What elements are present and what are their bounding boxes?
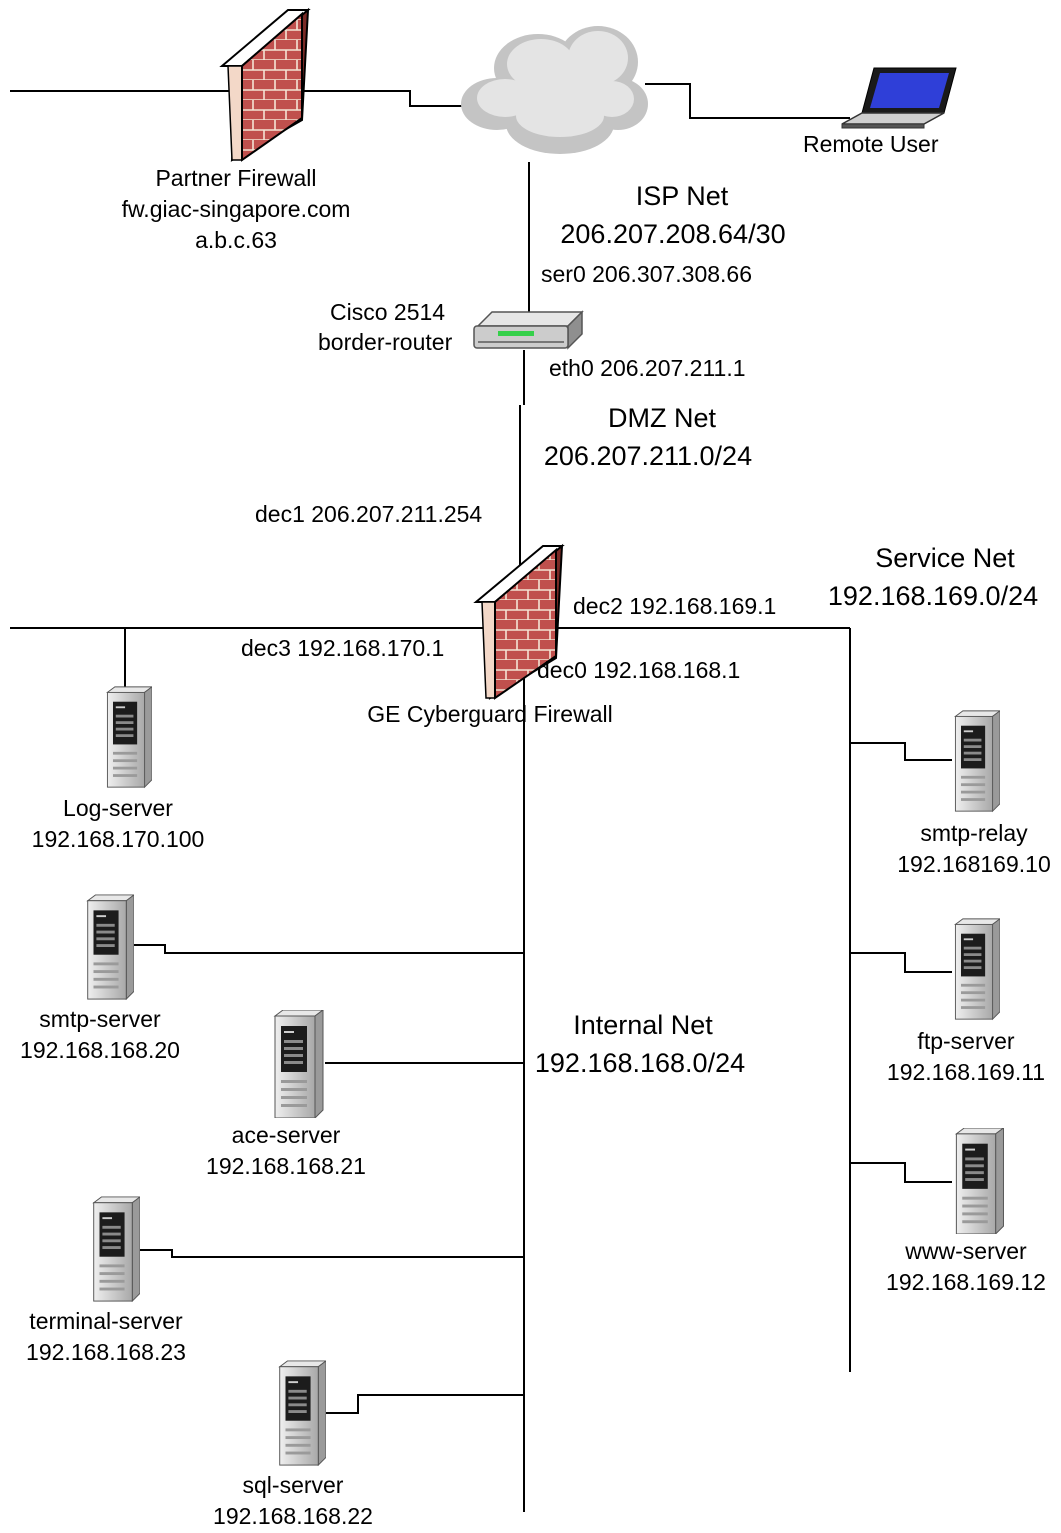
terminal-server-name: terminal-server xyxy=(26,1306,186,1337)
log-server-ip: 192.168.170.100 xyxy=(32,824,205,855)
remote-user-link xyxy=(645,84,850,118)
smtp-server-ip: 192.168.168.20 xyxy=(20,1035,180,1066)
service-net-subnet: 192.168.169.0/24 xyxy=(828,581,1038,612)
www-server-label: www-server 192.168.169.12 xyxy=(886,1236,1046,1298)
router-name-label: border-router xyxy=(318,327,452,358)
smtp-relay-name: smtp-relay xyxy=(897,818,1051,849)
dec0-interface-label: dec0 192.168.168.1 xyxy=(537,655,740,686)
dec3-interface-label: dec3 192.168.170.1 xyxy=(241,633,444,664)
ace-server-ip: 192.168.168.21 xyxy=(206,1151,366,1182)
internal-net-subnet: 192.168.168.0/24 xyxy=(535,1048,745,1079)
www-server-ip: 192.168.169.12 xyxy=(886,1267,1046,1298)
terminal-server-ip: 192.168.168.23 xyxy=(26,1337,186,1368)
www-server-name: www-server xyxy=(886,1236,1046,1267)
smtp-relay-label: smtp-relay 192.168169.10 xyxy=(897,818,1051,880)
sql-server-icon xyxy=(280,1361,326,1465)
internet-cloud-icon xyxy=(461,26,648,154)
ftp-server-label: ftp-server 192.168.169.11 xyxy=(887,1026,1045,1088)
partner-firewall-host: fw.giac-singapore.com xyxy=(122,194,351,225)
sql-server-ip: 192.168.168.22 xyxy=(213,1501,373,1532)
dec2-interface-label: dec2 192.168.169.1 xyxy=(573,591,776,622)
eth0-interface-label: eth0 206.207.211.1 xyxy=(549,353,746,384)
smtp-server-icon xyxy=(88,895,134,999)
smtp-relay-link xyxy=(850,743,952,760)
terminal-server-link xyxy=(137,1250,524,1257)
www-server-link xyxy=(850,1163,952,1182)
ftp-server-ip: 192.168.169.11 xyxy=(887,1057,1045,1088)
sql-server-label: sql-server 192.168.168.22 xyxy=(213,1470,373,1532)
laptop-icon xyxy=(842,68,956,128)
partner-firewall-icon xyxy=(222,10,308,160)
remote-user-label: Remote User xyxy=(803,129,938,160)
service-net-name: Service Net xyxy=(875,543,1015,574)
internal-net-name: Internal Net xyxy=(573,1010,713,1041)
www-server-icon xyxy=(956,1128,1003,1234)
smtp-server-link xyxy=(130,945,524,953)
log-server-label: Log-server 192.168.170.100 xyxy=(32,793,205,855)
smtp-server-name: smtp-server xyxy=(20,1004,180,1035)
router-icon xyxy=(474,312,582,348)
dmz-net-name: DMZ Net xyxy=(608,403,716,434)
ftp-server-name: ftp-server xyxy=(887,1026,1045,1057)
log-server-icon xyxy=(107,687,152,787)
ftp-server-icon xyxy=(955,919,1000,1019)
ftp-server-link xyxy=(850,953,952,972)
ace-server-label: ace-server 192.168.168.21 xyxy=(206,1120,366,1182)
dec1-interface-label: dec1 206.207.211.254 xyxy=(255,499,482,530)
partner-firewall-name: Partner Firewall xyxy=(122,163,351,194)
isp-net-name: ISP Net xyxy=(636,181,729,212)
log-server-name: Log-server xyxy=(32,793,205,824)
ace-server-name: ace-server xyxy=(206,1120,366,1151)
sql-server-link xyxy=(322,1395,524,1413)
smtp-relay-ip: 192.168169.10 xyxy=(897,849,1051,880)
smtp-server-label: smtp-server 192.168.168.20 xyxy=(20,1004,180,1066)
terminal-server-label: terminal-server 192.168.168.23 xyxy=(26,1306,186,1368)
router-model-label: Cisco 2514 xyxy=(330,297,445,328)
ace-server-icon xyxy=(275,1010,323,1118)
terminal-server-icon xyxy=(94,1197,140,1301)
dmz-net-link xyxy=(520,350,524,578)
cyberguard-firewall-label: GE Cyberguard Firewall xyxy=(367,699,612,730)
sql-server-name: sql-server xyxy=(213,1470,373,1501)
ser0-interface-label: ser0 206.307.308.66 xyxy=(541,259,752,290)
isp-net-subnet: 206.207.208.64/30 xyxy=(560,219,785,250)
partner-firewall-address: a.b.c.63 xyxy=(122,225,351,256)
smtp-relay-icon xyxy=(955,711,1000,811)
dmz-net-subnet: 206.207.211.0/24 xyxy=(544,441,752,472)
partner-firewall-label: Partner Firewall fw.giac-singapore.com a… xyxy=(122,163,351,256)
